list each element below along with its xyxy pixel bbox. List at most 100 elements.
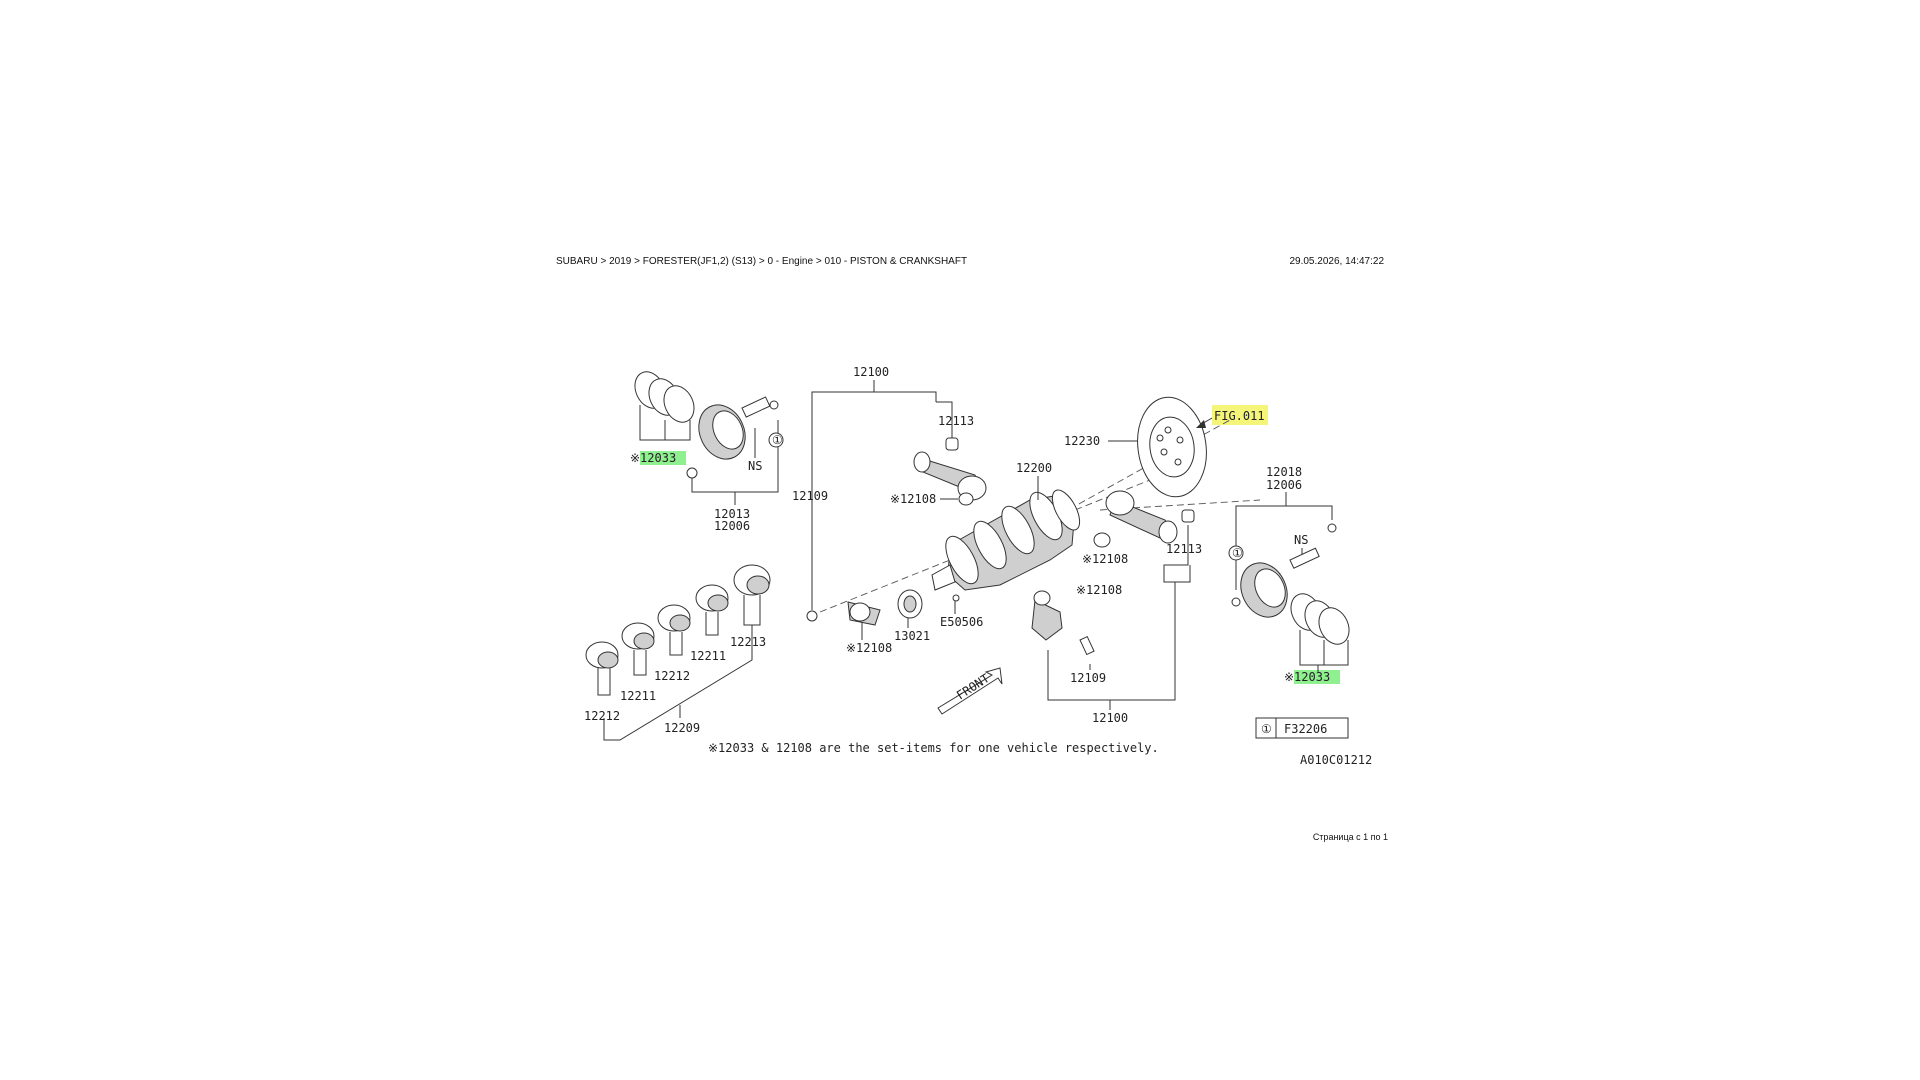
flywheel-group: 12230 FIG.011 <box>1064 396 1265 498</box>
timestamp: 29.05.2026, 14:47:22 <box>1289 256 1384 267</box>
page-counter: Страница с 1 по 1 <box>1312 832 1388 842</box>
label-12212-b: 12212 <box>654 669 690 683</box>
label-ns-right: NS <box>1294 533 1308 547</box>
bearing-12108-lower-left <box>849 602 871 622</box>
leader-12113-right <box>1163 525 1191 583</box>
label-12033-left: ※12033 <box>630 451 676 465</box>
label-13021: 13021 <box>894 629 930 643</box>
label-12200: 12200 <box>1016 461 1052 475</box>
label-12108-mid: ※12108 <box>1082 552 1128 566</box>
crank-snout <box>931 564 956 591</box>
conrod-right-bushing <box>1181 509 1195 523</box>
breadcrumb: SUBARU > 2019 > FORESTER(JF1,2) (S13) > … <box>556 256 968 267</box>
highlight-12033-left <box>640 451 686 465</box>
leader-12212-b <box>669 632 683 656</box>
piston-pin-right <box>1289 547 1320 569</box>
label-front: FRONT <box>954 671 992 702</box>
main-bearing-2-inner <box>633 632 655 650</box>
label-12211-b: 12211 <box>690 649 726 663</box>
right-piston-group: 12018 12006 NS ① ※12033 <box>1228 465 1350 684</box>
conrod-right-small-end <box>1158 520 1178 544</box>
lower-cap-group: ※12108 13021 <box>806 589 930 655</box>
main-bearing-1-inner <box>597 651 619 669</box>
right-conrod-group: ※12108 12113 ※12108 12109 12100 <box>1031 490 1202 725</box>
crank-web-5 <box>1051 489 1081 531</box>
label-12100-bottom: 12100 <box>1092 711 1128 725</box>
leader-12212-a <box>597 668 611 696</box>
label-12109-left: 12109 <box>792 489 828 503</box>
left-piston-group: ① ※12033 NS 12013 12006 <box>630 371 784 533</box>
flywheel-hole-3 <box>1160 448 1168 456</box>
highlight-12033-right <box>1294 670 1340 684</box>
label-12108-left: ※12108 <box>890 492 936 506</box>
label-12113-top: 12113 <box>938 414 974 428</box>
main-bearing-4-inner <box>707 594 729 612</box>
conrod-top-bushing <box>945 437 959 451</box>
main-bearings-group: 12212 12211 12212 12211 12213 12209 <box>584 564 771 741</box>
crank-web-3 <box>1001 505 1035 555</box>
label-12211-a: 12211 <box>620 689 656 703</box>
main-bearing-3-inner <box>669 614 691 632</box>
crank-web-2 <box>973 520 1007 570</box>
label-12109-bottom: 12109 <box>1070 671 1106 685</box>
bearing-12108-mid <box>1093 532 1111 548</box>
front-arrow-group: FRONT <box>937 667 1003 715</box>
leader-12213 <box>743 595 761 626</box>
leader-12211-b <box>705 612 719 636</box>
label-12018: 12018 <box>1266 465 1302 479</box>
front-arrow-icon <box>937 667 1003 715</box>
figure-code: A010C01212 <box>1300 753 1372 767</box>
conrod-bolt <box>1079 635 1095 656</box>
arrow-fig011 <box>1196 420 1206 428</box>
crankshaft-group: 12200 E50506 <box>819 419 1261 629</box>
crank-web-1 <box>945 535 979 585</box>
label-e50506: E50506 <box>940 615 983 629</box>
snap-ring-right-b <box>1231 597 1241 607</box>
label-12209: 12209 <box>664 721 700 735</box>
label-12100-top: 12100 <box>853 365 889 379</box>
conrod-top-small-end <box>913 451 931 473</box>
note-ref-circle-left <box>768 432 784 448</box>
flywheel-hole-5 <box>1156 434 1164 442</box>
flywheel-hole-1 <box>1164 426 1172 434</box>
snap-ring-left-b <box>686 467 698 479</box>
flywheel-hole-4 <box>1174 458 1182 466</box>
note-ref-number-right: ① <box>1232 546 1243 560</box>
bolt-12109 <box>806 610 818 622</box>
label-fig011: FIG.011 <box>1214 409 1265 423</box>
label-12013: 12013 <box>714 507 750 521</box>
piston-ring-right-3 <box>1318 607 1350 645</box>
leader-12211-a <box>633 650 647 676</box>
label-12113-right: 12113 <box>1166 542 1202 556</box>
set-items-note: ※12033 & 12108 are the set-items for one… <box>708 741 1159 755</box>
ref-box-number: ① <box>1261 722 1272 736</box>
label-12108-bottom: ※12108 <box>846 641 892 655</box>
main-bearing-5-inner <box>746 575 770 595</box>
label-12033-right: ※12033 <box>1284 670 1330 684</box>
piston-left-top <box>712 410 744 450</box>
label-12108-lower: ※12108 <box>1076 583 1122 597</box>
bearing-12108-bottom <box>1033 590 1051 606</box>
bearing-12108-top <box>958 492 974 506</box>
piston-ring-left-3 <box>663 385 695 423</box>
snap-ring-left-a <box>769 400 779 410</box>
highlight-fig011 <box>1212 405 1268 425</box>
label-12230: 12230 <box>1064 434 1100 448</box>
oil-seal-inner <box>903 595 917 613</box>
label-12006-left: 12006 <box>714 519 750 533</box>
label-12213: 12213 <box>730 635 766 649</box>
reference-box: ① F32206 <box>1255 717 1349 739</box>
piston-right-top <box>1254 568 1286 608</box>
flywheel-hole-2 <box>1176 436 1184 444</box>
label-12006-right: 12006 <box>1266 478 1302 492</box>
top-conrod-group: 12100 12113 ※12108 12109 <box>792 365 987 610</box>
piston-pin-left <box>741 396 771 418</box>
leader-12100-bottom <box>1047 582 1176 701</box>
note-ref-number-left: ① <box>772 433 783 447</box>
conrod-cap-bottom <box>1031 599 1063 641</box>
flywheel-inner <box>1149 416 1195 478</box>
ref-box-outline <box>1255 717 1349 739</box>
crank-key <box>952 594 960 602</box>
